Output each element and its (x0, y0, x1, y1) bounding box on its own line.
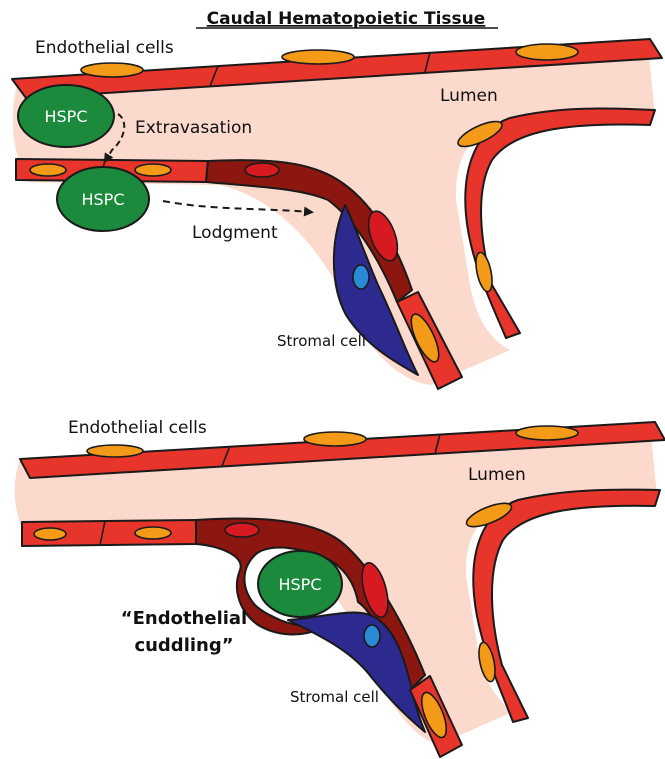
bottom-right-branch (473, 490, 660, 722)
endothelial-cuddling-label: “Endothelial (121, 608, 247, 629)
top-right-branch (465, 108, 655, 338)
stromal-cell-label: Stromal cell (290, 688, 379, 706)
endothelial-nucleus (282, 50, 354, 64)
stromal-cell-label: Stromal cell (277, 332, 366, 350)
hspc-label: HSPC (81, 190, 124, 209)
hspc-label: HSPC (278, 575, 321, 594)
endothelial-cells-label: Endothelial cells (68, 418, 207, 438)
endothelial-cells-label: Endothelial cells (35, 38, 174, 58)
lumen-label: Lumen (440, 86, 498, 106)
endothelial-nucleus (516, 426, 578, 440)
diagram-title: Caudal Hematopoietic Tissue (207, 9, 486, 29)
endothelial-nucleus-red (245, 163, 279, 177)
endothelial-nucleus (304, 432, 366, 446)
endothelial-nucleus (34, 528, 66, 540)
endothelial-nucleus (30, 164, 66, 176)
endothelial-nucleus (135, 164, 171, 176)
lumen-label: Lumen (468, 465, 526, 485)
endothelial-nucleus (135, 527, 171, 539)
extravasation-label: Extravasation (135, 118, 252, 138)
top-panel: HSPC HSPC Endothelial cells Lumen Extrav… (12, 38, 662, 389)
endothelial-cuddling-label: cuddling” (134, 635, 233, 656)
endothelial-nucleus-red (225, 523, 259, 537)
lodgment-label: Lodgment (192, 223, 278, 243)
hspc-label: HSPC (44, 107, 87, 126)
endothelial-nucleus (473, 251, 495, 293)
endothelial-nucleus (87, 445, 143, 457)
bottom-panel: HSPC Endothelial cells Lumen “Endothelia… (15, 418, 665, 757)
endothelial-nucleus (516, 44, 578, 60)
endothelial-nucleus (81, 63, 143, 77)
stromal-nucleus (353, 265, 369, 289)
stromal-nucleus (364, 625, 380, 647)
